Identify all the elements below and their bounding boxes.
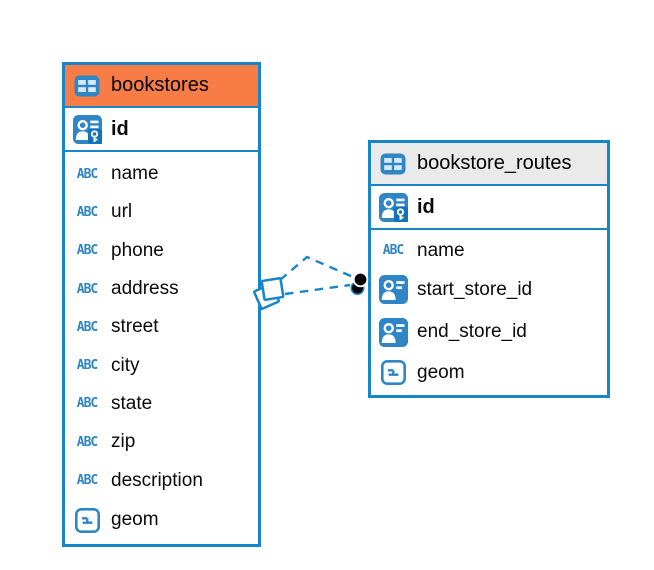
field-row-start_store_id[interactable]: start_store_id	[371, 275, 607, 305]
field-row-name[interactable]: ABC name	[65, 163, 258, 185]
field-row-id[interactable]: id	[65, 108, 258, 152]
field-row-city[interactable]: ABC city	[65, 355, 258, 377]
relationship-line[interactable]	[279, 255, 354, 281]
primary-key-icon	[378, 192, 408, 222]
foreign-key-icon	[378, 317, 408, 347]
text-icon: ABC	[76, 473, 99, 489]
table-title: bookstores	[111, 74, 209, 96]
field-name: id	[111, 117, 129, 140]
field-row-geom[interactable]: geom	[65, 507, 258, 533]
text-icon: ABC	[76, 281, 99, 297]
field-row-end_store_id[interactable]: end_store_id	[371, 317, 607, 347]
text-icon: ABC	[76, 358, 99, 374]
field-row-name[interactable]: ABC name	[371, 240, 607, 262]
field-name: geom	[417, 361, 465, 383]
relationship-target-anchor-icon[interactable]	[350, 271, 369, 295]
table-bookstore-routes[interactable]: bookstore_routes id ABC name start_store_i…	[368, 140, 610, 398]
field-row-zip[interactable]: ABC zip	[65, 431, 258, 453]
field-name: name	[111, 163, 159, 185]
field-row-street[interactable]: ABC street	[65, 316, 258, 338]
table-bookstore-routes-header[interactable]: bookstore_routes	[371, 143, 607, 186]
table-title: bookstore_routes	[417, 152, 572, 174]
geometry-icon	[72, 507, 102, 533]
field-row-url[interactable]: ABC url	[65, 201, 258, 223]
text-icon: ABC	[76, 434, 99, 450]
field-row-state[interactable]: ABC state	[65, 393, 258, 415]
relationship-line[interactable]	[284, 283, 351, 296]
field-name: city	[111, 354, 140, 376]
field-name: geom	[111, 509, 159, 531]
field-name: address	[111, 278, 179, 300]
table-icon	[72, 75, 102, 97]
field-name: street	[111, 316, 159, 338]
table-icon	[378, 153, 408, 175]
text-icon: ABC	[76, 166, 99, 182]
field-name: zip	[111, 431, 136, 453]
text-icon: ABC	[382, 243, 405, 259]
field-row-address[interactable]: ABC address	[65, 278, 258, 300]
geometry-icon	[378, 360, 408, 386]
table-bookstores-header[interactable]: bookstores	[65, 65, 258, 108]
field-row-phone[interactable]: ABC phone	[65, 240, 258, 262]
field-name: start_store_id	[417, 278, 533, 300]
text-icon: ABC	[76, 243, 99, 259]
field-name: description	[111, 469, 203, 491]
text-icon: ABC	[76, 204, 99, 220]
field-row-id[interactable]: id	[371, 186, 607, 230]
field-name: phone	[111, 239, 164, 261]
field-row-description[interactable]: ABC description	[65, 470, 258, 492]
text-icon: ABC	[76, 319, 99, 335]
field-row-geom[interactable]: geom	[371, 360, 607, 386]
foreign-key-icon	[378, 275, 408, 305]
primary-key-icon	[72, 114, 102, 144]
field-name: state	[111, 392, 153, 414]
field-name: id	[417, 195, 435, 218]
text-icon: ABC	[76, 396, 99, 412]
field-name: name	[417, 239, 465, 261]
field-name: url	[111, 201, 133, 223]
field-name: end_store_id	[417, 321, 527, 343]
